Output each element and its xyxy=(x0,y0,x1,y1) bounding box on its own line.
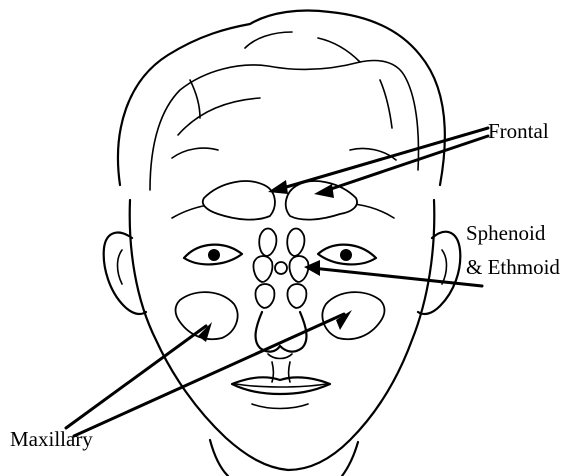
maxillary-leader-left xyxy=(66,326,206,428)
face-outline xyxy=(130,200,435,476)
mouth xyxy=(232,362,330,409)
label-frontal: Frontal xyxy=(488,118,549,144)
label-ethmoid: & Ethmoid xyxy=(466,254,560,280)
frontal-arrowhead-left xyxy=(268,180,288,194)
ethmoid-sphenoid-cells xyxy=(253,229,308,309)
left-eye xyxy=(184,245,242,265)
hair xyxy=(118,11,445,191)
left-ear xyxy=(104,233,146,314)
right-eye xyxy=(318,245,376,265)
frontal-leader-left xyxy=(276,128,488,190)
leader-lines xyxy=(66,128,488,436)
label-sphenoid: Sphenoid xyxy=(466,220,545,246)
frontal-leader-right xyxy=(322,136,488,192)
label-maxillary: Maxillary xyxy=(10,426,93,452)
